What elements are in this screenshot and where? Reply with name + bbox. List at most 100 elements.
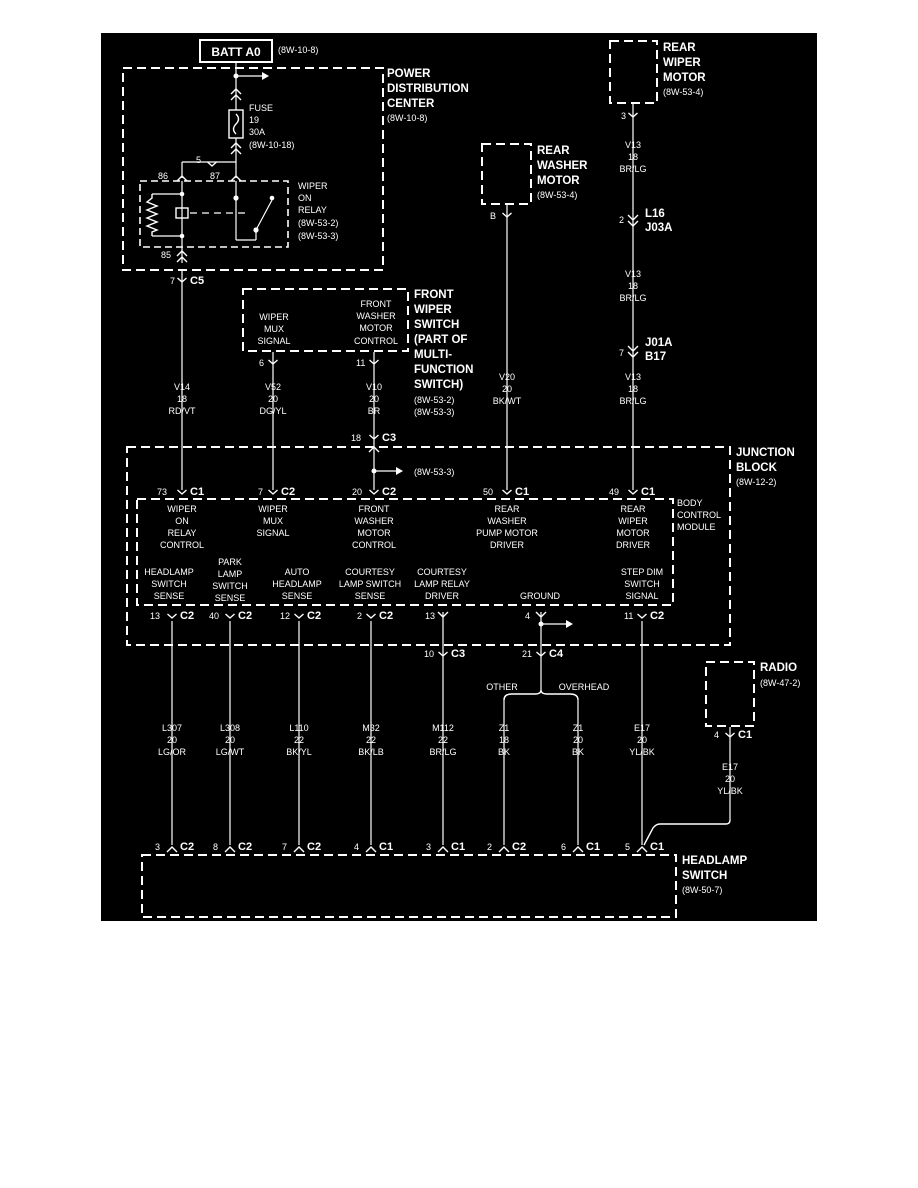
bcm-top-0-l4: CONTROL: [160, 540, 204, 550]
relay-title-2: ON: [298, 193, 312, 203]
hp3-conn: C1: [379, 841, 393, 853]
e17-circuit: E17: [634, 723, 650, 733]
bcm-top-4-pin: 49: [609, 487, 619, 497]
bcm-pin-7: 7 C2 WIPER MUX SIGNAL: [256, 486, 295, 538]
hp7-pin: 5: [625, 842, 630, 852]
connector-c3-top: 18 C3 (8W-53-3): [351, 432, 454, 477]
bcm-top-0-l2: ON: [175, 516, 189, 526]
bcm-top-4-conn: C1: [641, 486, 655, 498]
bcm-bottom-pin-0: 13 C2: [150, 610, 194, 622]
wire-label-m112: M112 22 BR/LG: [429, 723, 456, 757]
bcm-top-4-l1: REAR: [620, 504, 646, 514]
c3b-conn: C3: [451, 648, 465, 660]
hp4-pin: 3: [426, 842, 431, 852]
ground-split-right: OVERHEAD: [559, 682, 610, 692]
v52-circuit: V52: [265, 382, 281, 392]
m32-color: BK/LB: [358, 747, 384, 757]
hp3-pin: 4: [354, 842, 359, 852]
rwm-seg2-gauge: 18: [628, 281, 638, 291]
bb6-l1: STEP DIM: [621, 567, 663, 577]
e17r-gauge: 20: [725, 774, 735, 784]
jb-ref: (8W-12-2): [736, 477, 776, 487]
z1a-circuit: Z1: [499, 723, 510, 733]
bb1-l4: SENSE: [215, 593, 246, 603]
relay-title-3: RELAY: [298, 205, 327, 215]
m112-color: BR/LG: [429, 747, 456, 757]
pin-5: 5: [196, 155, 201, 165]
fs-right-1: FRONT: [361, 299, 392, 309]
bcm-bottom-desc-3: COURTESY LAMP SWITCH SENSE: [339, 567, 401, 601]
fs-title-5: MULTI-: [414, 349, 452, 361]
fuse-19: FUSE 19 30A (8W-10-18): [228, 103, 294, 150]
bbp0-pin: 13: [150, 611, 160, 621]
arrow-right-icon: [396, 467, 403, 475]
hp7-conn: C1: [650, 841, 664, 853]
arrow-right-icon: [262, 72, 269, 80]
ground-split-left: OTHER: [486, 682, 518, 692]
z1b-color: BK: [572, 747, 584, 757]
bcm-bottom-desc-6: STEP DIM SWITCH SIGNAL: [621, 567, 663, 601]
radio-conn: C1: [738, 729, 752, 741]
l308-gauge: 20: [225, 735, 235, 745]
bcm-top-0-pin: 73: [157, 487, 167, 497]
bb0-l1: HEADLAMP: [144, 567, 194, 577]
fs-ref-2: (8W-53-3): [414, 407, 454, 417]
bb3-l1: COURTESY: [345, 567, 395, 577]
headlamp-switch: HEADLAMP SWITCH (8W-50-7): [141, 854, 747, 918]
bcm-top-2-l4: CONTROL: [352, 540, 396, 550]
bcm-pin-20: 20 C2 FRONT WASHER MOTOR CONTROL: [352, 486, 396, 550]
fs-left-3: SIGNAL: [257, 336, 290, 346]
bcm-top-2-l1: FRONT: [359, 504, 390, 514]
bbp4-pin: 13: [425, 611, 435, 621]
bb4-l2: LAMP RELAY: [414, 579, 470, 589]
pdc-title-1: POWER: [387, 68, 431, 80]
fs-title-7: SWITCH): [414, 379, 463, 391]
bcm-top-1-conn: C2: [281, 486, 295, 498]
hp2-conn: C2: [307, 841, 321, 853]
fs-right-pin: 11: [356, 358, 365, 368]
wire-label-e17-lower: E17 20 YL/BK: [629, 723, 655, 757]
rwm-title-3: MOTOR: [663, 72, 706, 84]
radio-pin: 4: [714, 730, 719, 740]
relay-pin-87: 87: [210, 171, 220, 181]
v10-color: BR: [368, 406, 381, 416]
wire-label-z1-overhead: Z1 20 BK: [572, 723, 584, 757]
splice-l16: 2 L16 J03A: [619, 208, 673, 234]
bb2-l1: AUTO: [285, 567, 310, 577]
bcm-top-2-conn: C2: [382, 486, 396, 498]
fs-title-4: (PART OF: [414, 334, 467, 346]
bbp3-conn: C2: [379, 610, 393, 622]
bcm-pin-50: 50 C1 REAR WASHER PUMP MOTOR DRIVER: [476, 486, 538, 550]
bcm-bottom-pin-1: 40 C2: [209, 610, 252, 622]
radio: RADIO (8W-47-2) 4 C1: [705, 661, 800, 741]
connector-c5: 7 C5: [170, 275, 204, 287]
hp1-conn: C2: [238, 841, 252, 853]
connector-c3-bottom: 10 C3: [424, 648, 465, 660]
front-switch-outline: [242, 288, 409, 352]
bbp1-conn: C2: [238, 610, 252, 622]
bcm-title-1: BODY: [677, 498, 703, 508]
hs-ref: (8W-50-7): [682, 885, 722, 895]
relay-coil-icon: [175, 207, 189, 219]
c3-top-label: C3: [382, 432, 396, 444]
bb1-l2: LAMP: [218, 569, 243, 579]
front-wiper-switch: WIPER MUX SIGNAL FRONT WASHER MOTOR CONT…: [242, 288, 473, 417]
bcm-top-3-l4: DRIVER: [490, 540, 525, 550]
bcm-top-1-l1: WIPER: [258, 504, 288, 514]
c5-pin: 7: [170, 276, 175, 286]
bb4-l3: DRIVER: [425, 591, 460, 601]
j01a-label-2: B17: [645, 351, 666, 363]
v13-circuit: V13: [625, 372, 641, 382]
wire-label-l110: L110 22 BK/YL: [286, 723, 312, 757]
bb0-l3: SENSE: [154, 591, 185, 601]
v14-color: RD/VT: [169, 406, 197, 416]
relay-pin-86: 86: [158, 171, 168, 181]
relay-resistor-icon: [145, 194, 159, 236]
rwm-seg1-gauge: 18: [628, 152, 638, 162]
v14-gauge: 18: [177, 394, 187, 404]
hp1-pin: 8: [213, 842, 218, 852]
fs-left-2: MUX: [264, 324, 284, 334]
rear-wiper-outline: [609, 40, 658, 104]
wire-label-z1-other: Z1 18 BK: [498, 723, 510, 757]
bcm-top-1-l3: SIGNAL: [256, 528, 289, 538]
